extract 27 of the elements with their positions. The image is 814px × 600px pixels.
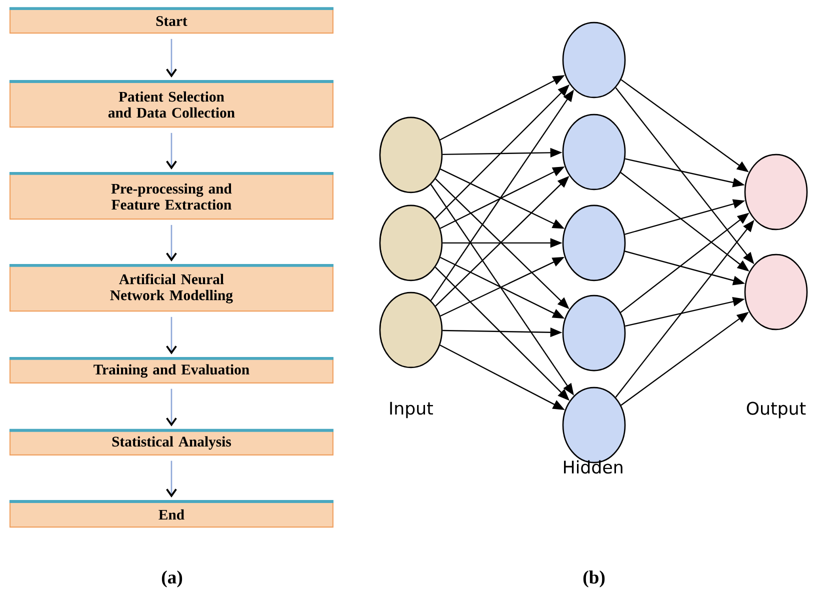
layer-label: Output	[746, 402, 806, 418]
neuron-circle	[379, 204, 443, 282]
arrow	[166, 132, 177, 170]
arrow	[166, 388, 177, 426]
panel-label: (b)	[583, 570, 605, 588]
neuron-circle	[562, 294, 626, 372]
panel-label: (a)	[162, 570, 182, 588]
neuron-circle	[562, 114, 626, 190]
process-box: Patient Selection and Data Collection	[9, 80, 334, 128]
process-box: Statistical Analysis	[9, 428, 334, 456]
process-box: Start	[9, 7, 334, 34]
layer-label: Input	[390, 402, 433, 418]
process-box: Artificial Neural Network Modelling	[9, 264, 334, 312]
neuron-circle	[744, 154, 808, 230]
layer-label: Hidden	[564, 460, 622, 474]
neuron-circle	[379, 116, 443, 194]
neuron-circle	[379, 292, 443, 368]
neuron-circle	[562, 204, 626, 282]
neuron-circle	[562, 22, 626, 98]
process-box: End	[9, 500, 334, 528]
process-box: Pre-processing and Feature Extraction	[9, 172, 334, 220]
arrow	[166, 224, 177, 262]
process-box: Training and Evaluation	[9, 356, 334, 384]
arrow	[166, 460, 177, 498]
arrow	[166, 316, 177, 354]
neuron-circle	[744, 254, 808, 330]
arrow	[166, 38, 177, 78]
